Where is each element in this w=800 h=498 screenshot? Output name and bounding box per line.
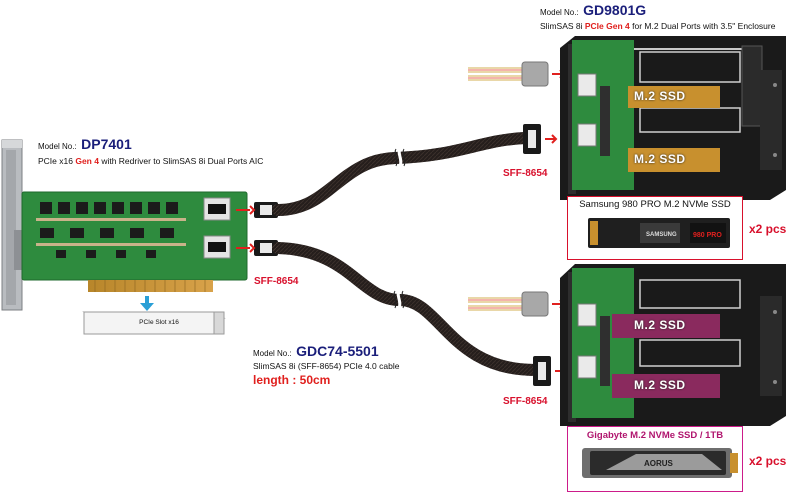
gd9801g-model-no: GD9801G [583,2,647,18]
gd9801g-model-label: Model No.: [540,8,579,17]
gd9801g-desc-pre: SlimSAS 8i [540,21,585,31]
gd9801g-desc-post: for M.2 Dual Ports with 3.5" Enclosure [629,21,776,31]
cable-model-label: Model No.: [253,349,292,358]
dp7401-model-no: DP7401 [81,136,132,152]
gigabyte-qty: x2 pcs [749,454,787,468]
m2-ssd-label-3: M.2 SSD [634,318,686,332]
gd9801g-desc-gen: PCIe Gen 4 [584,21,630,31]
dp7401-model-label: Model No.: [38,142,77,151]
enclosure-bottom [560,264,786,426]
enclosure-top [560,36,786,200]
m2-ssd-label-1: M.2 SSD [634,89,686,103]
pcie-slot-label: PCIe Slot x16 [139,319,179,326]
dp7401-bracket [1,139,23,311]
dp7401-card [21,191,248,292]
gigabyte-ssd-title: Gigabyte M.2 NVMe SSD / 1TB [586,430,724,441]
cable-info: Model No.: GDC74-5501 SlimSAS 8i (SFF-86… [253,343,473,387]
dp7401-desc-pre: PCIe x16 [38,156,76,166]
cable-model-no: GDC74-5501 [296,343,379,359]
cable-break-marks [396,148,403,309]
m2-ssd-label-2: M.2 SSD [634,152,686,166]
samsung-ssd-box: Samsung 980 PRO M.2 NVMe SSD [567,196,743,260]
cable-length: length : 50cm [253,373,331,387]
cable-connector-enclosure [523,124,568,386]
cable-desc: SlimSAS 8i (SFF-8654) PCIe 4.0 cable [253,361,400,371]
power-cable-top [468,61,566,87]
dp7401-desc-gen: Gen 4 [75,156,99,166]
gd9801g-info: Model No.: GD9801G SlimSAS 8i PCIe Gen 4… [540,2,800,31]
down-arrow-icon [140,296,154,311]
samsung-qty: x2 pcs [749,222,787,236]
dp7401-info: Model No.: DP7401 PCIe x16 Gen 4 with Re… [38,136,298,166]
m2-ssd-label-4: M.2 SSD [634,378,686,392]
sff-label-card: SFF-8654 [254,276,299,287]
power-cable-bottom [468,291,566,317]
gigabyte-ssd-box: Gigabyte M.2 NVMe SSD / 1TB [567,426,743,492]
cable-connector-card [236,202,278,256]
sff-label-top: SFF-8654 [503,168,548,179]
sff-label-bottom: SFF-8654 [503,396,548,407]
upper-cable [272,132,531,216]
pcie-slot [82,311,226,335]
dp7401-desc-post: with Redriver to SlimSAS 8i Dual Ports A… [98,156,264,166]
samsung-ssd-title: Samsung 980 PRO M.2 NVMe SSD [579,199,731,210]
